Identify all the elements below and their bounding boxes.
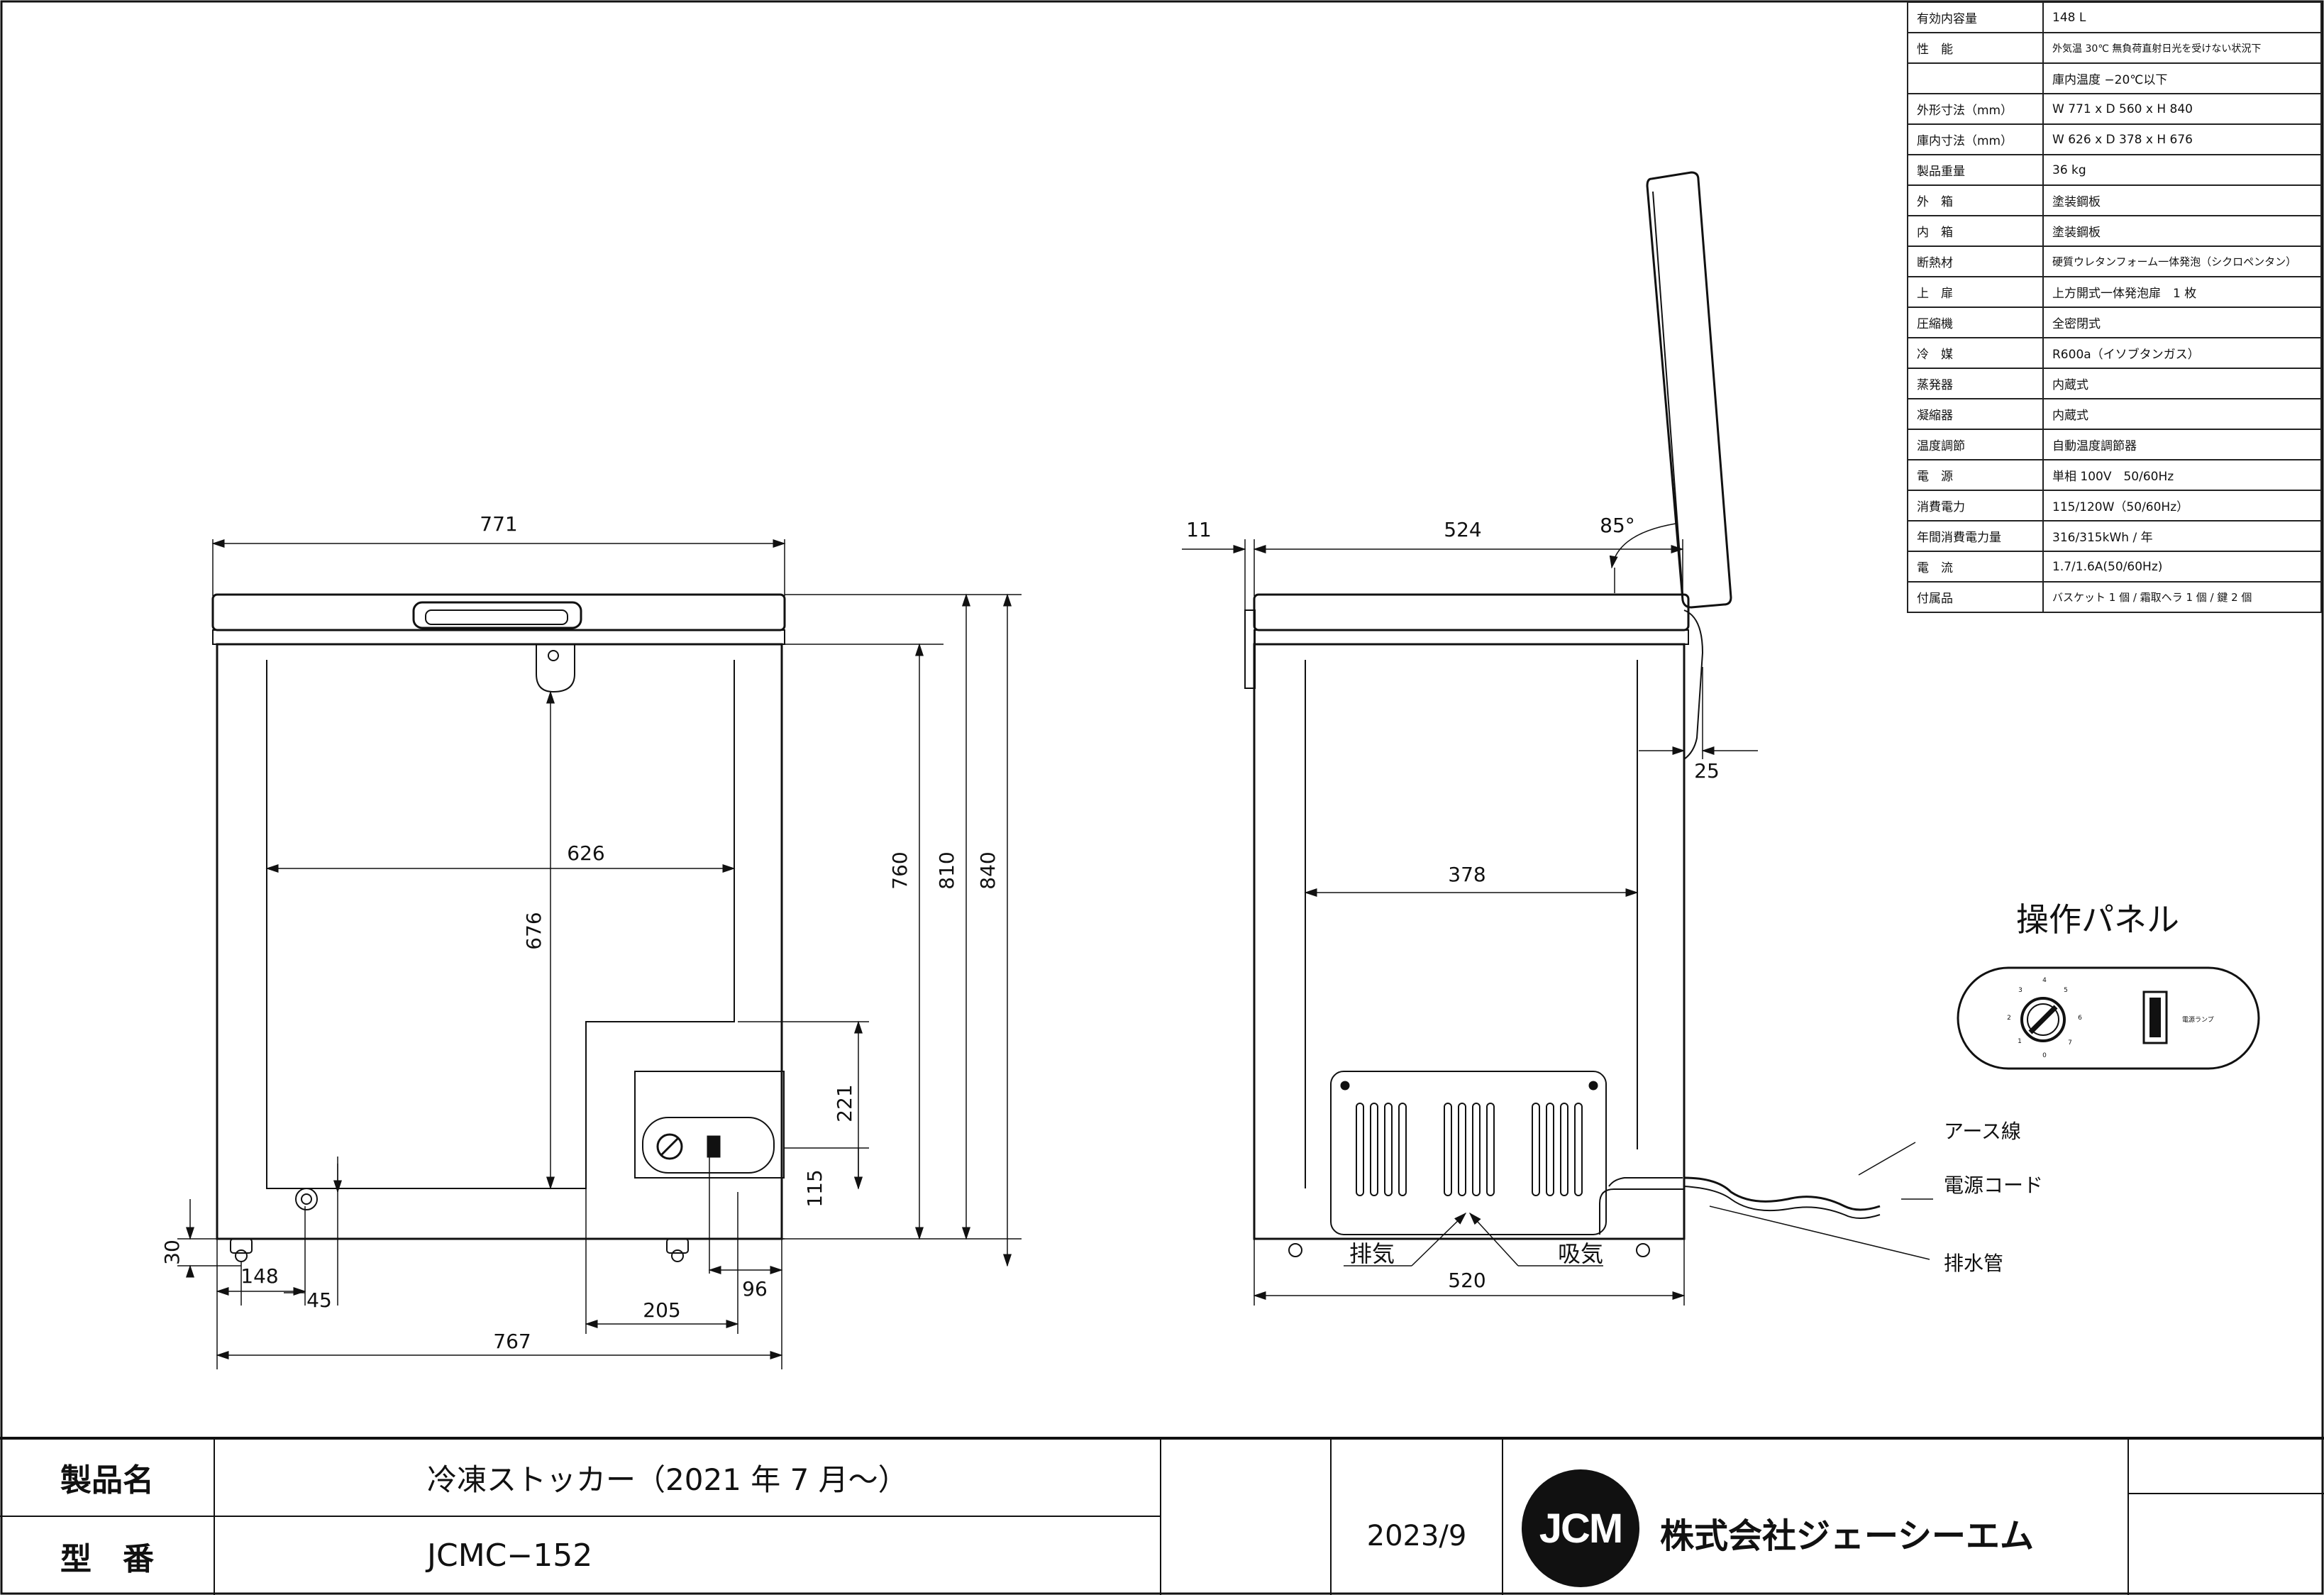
svg-text:6: 6 (2078, 1015, 2082, 1022)
spec-row: 付属品バスケット 1 個 / 霜取ヘラ 1 個 / 鍵 2 個 (1907, 581, 2322, 613)
front-casters (230, 1238, 689, 1262)
spec-row: 庫内寸法（mm）W 626 x D 378 x H 676 (1907, 123, 2322, 155)
power-cord (1683, 1176, 1881, 1211)
label-exhaust: 排気 (1349, 1240, 1395, 1267)
dim-524: 524 (1444, 518, 1481, 541)
front-dim-labels: 771 626 676 760 810 840 221 115 30 148 4… (160, 512, 1000, 1353)
thermostat-dial-front (656, 1133, 683, 1160)
front-dimensions (177, 539, 1022, 1369)
dim-771: 771 (480, 512, 517, 536)
lamp-front (707, 1135, 721, 1158)
dim-85-angle: 85° (1600, 514, 1635, 537)
side-casters (1288, 1243, 1650, 1257)
spec-row: 蒸発器内蔵式 (1907, 368, 2322, 399)
side-cabinet (1253, 643, 1686, 1240)
label-power-cord: 電源コード (1944, 1174, 2043, 1197)
vent-slots (1356, 1103, 1583, 1196)
dim-96: 96 (742, 1277, 768, 1301)
dim-810: 810 (935, 851, 958, 889)
side-inner (1305, 660, 1638, 1188)
dim-11: 11 (1186, 518, 1212, 541)
company-logo: JCM (1522, 1469, 1639, 1587)
dim-221: 221 (833, 1084, 856, 1122)
spec-row: 外形寸法（mm）W 771 x D 560 x H 840 (1907, 93, 2322, 125)
lid-handle (412, 601, 582, 629)
front-view (211, 593, 786, 1262)
company-name: 株式会社ジェーシーエム (1660, 1516, 2035, 1556)
open-lid (1646, 171, 1732, 609)
spec-row: 断熱材硬質ウレタンフォーム一体発泡（シクロペンタン） (1907, 245, 2322, 277)
dim-676: 676 (522, 912, 546, 949)
label-earth-wire: アース線 (1944, 1120, 2021, 1143)
logo-text: JCM (1539, 1505, 1623, 1552)
svg-text:0: 0 (2042, 1052, 2047, 1059)
spec-row: 電 源単相 100V 50/60Hz (1907, 459, 2322, 491)
drain-plug-front (295, 1188, 318, 1210)
side-dim-labels: 11 524 85° 25 378 520 排気 吸気 (1186, 514, 1720, 1292)
panel-outline (1957, 966, 2260, 1070)
spec-row: 庫内温度 −20℃以下 (1907, 62, 2322, 94)
title-block: 製品名 冷凍ストッカー（2021 年 7 月〜） 型 番 JCMC−152 20… (0, 1437, 2324, 1595)
spec-row: 内 箱塗装鋼板 (1907, 215, 2322, 247)
product-name: 冷凍ストッカー（2021 年 7 月〜） (427, 1462, 908, 1497)
dim-205: 205 (643, 1298, 680, 1322)
label-drain-pipe: 排水管 (1944, 1252, 2003, 1275)
inner-outline (266, 660, 735, 1189)
vent-grille (1330, 1071, 1607, 1235)
spec-row: 外 箱塗装鋼板 (1907, 184, 2322, 216)
callout-labels: アース線 電源コード 排水管 (1944, 1120, 2043, 1275)
spec-row: 性 能外気温 30℃ 無負荷直射日光を受けない状況下 (1907, 32, 2322, 64)
svg-text:7: 7 (2068, 1039, 2072, 1047)
spec-row: 上 扉上方開式一体発泡扉 1 枚 (1907, 276, 2322, 308)
model-number: JCMC−152 (427, 1538, 593, 1574)
svg-text:3: 3 (2018, 987, 2023, 994)
dim-45: 45 (306, 1288, 332, 1312)
svg-text:1: 1 (2018, 1038, 2022, 1045)
dim-760: 760 (888, 851, 912, 889)
dim-378: 378 (1448, 863, 1485, 886)
spec-row: 圧縮機全密閉式 (1907, 307, 2322, 338)
label-intake: 吸気 (1558, 1240, 1603, 1267)
dim-148: 148 (240, 1264, 278, 1288)
dim-115: 115 (803, 1169, 826, 1207)
control-panel-front (642, 1117, 775, 1174)
side-view (1244, 171, 1881, 1257)
issue-date: 2023/9 (1366, 1520, 1467, 1552)
spec-row: 凝縮器内蔵式 (1907, 398, 2322, 430)
panel-title: 操作パネル (2016, 900, 2179, 939)
product-name-label: 製品名 (60, 1462, 154, 1499)
thermostat-dial (2020, 997, 2066, 1042)
control-panel-detail: 操作パネル 1 2 3 4 5 6 7 0 電源ランプ (1957, 900, 2260, 1070)
dim-840: 840 (976, 851, 1000, 889)
model-label: 型 番 (60, 1540, 154, 1577)
dim-767: 767 (493, 1330, 531, 1353)
power-lamp-label: 電源ランプ (2182, 1016, 2214, 1024)
front-cabinet (216, 643, 783, 1240)
dim-626: 626 (567, 841, 604, 865)
svg-text:2: 2 (2007, 1015, 2011, 1022)
spec-row: 温度調節自動温度調節器 (1907, 429, 2322, 460)
power-lamp (2142, 990, 2168, 1044)
dim-520: 520 (1448, 1269, 1485, 1292)
svg-text:5: 5 (2064, 987, 2068, 994)
dial-scale: 1 2 3 4 5 6 7 0 (2007, 977, 2082, 1059)
side-lid (1253, 593, 1690, 631)
svg-text:4: 4 (2042, 977, 2047, 984)
dim-25: 25 (1694, 759, 1720, 783)
side-dimensions (1182, 523, 1933, 1306)
dim-30: 30 (160, 1240, 184, 1265)
drain-pipe (1599, 1188, 1684, 1235)
